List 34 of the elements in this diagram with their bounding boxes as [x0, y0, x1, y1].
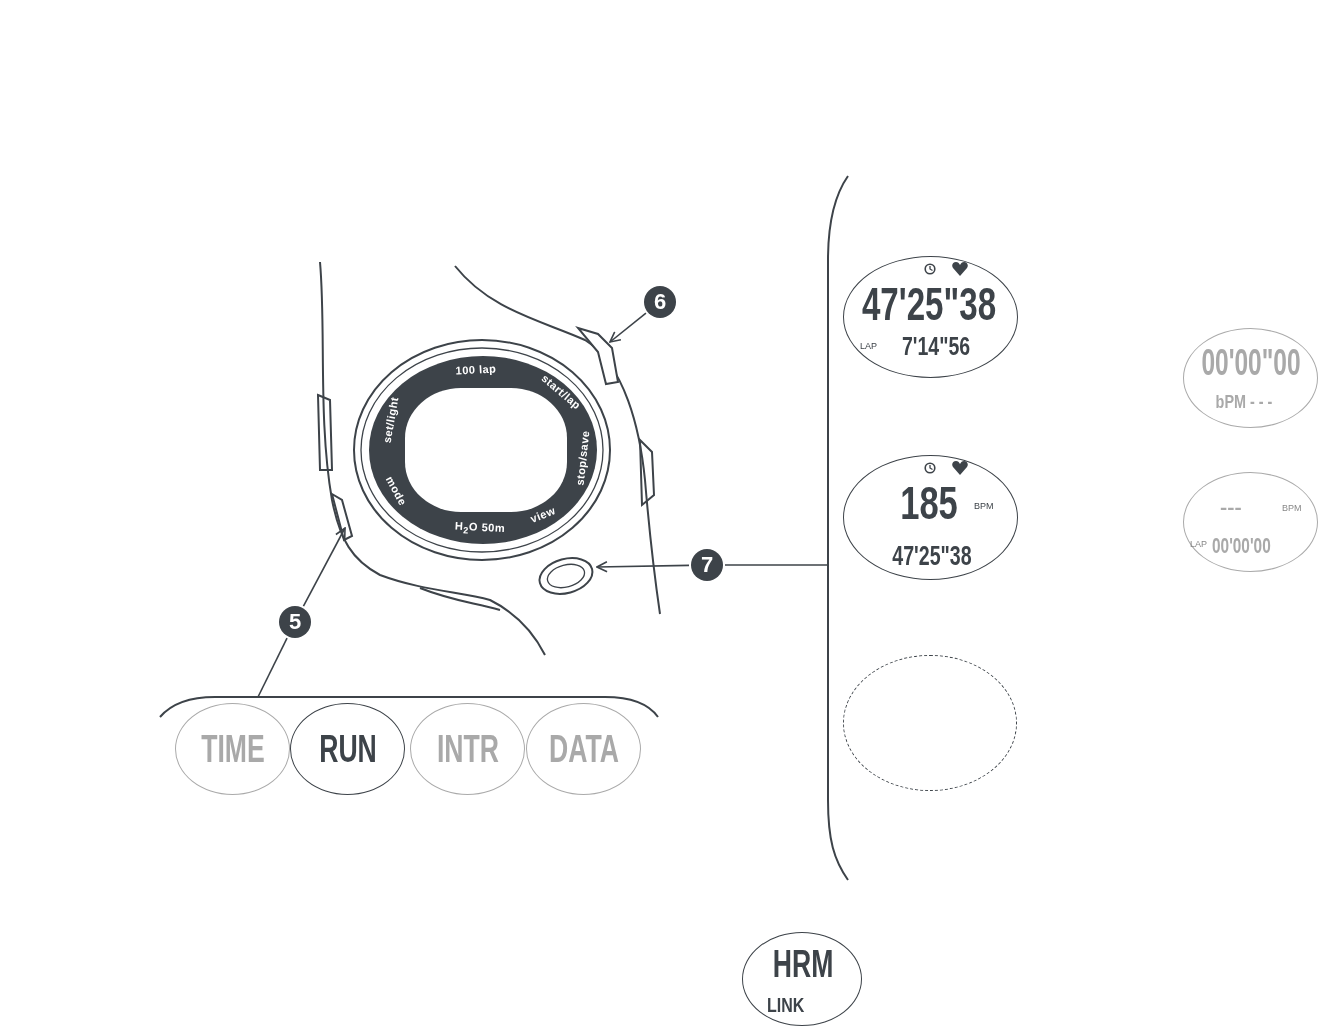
callout-number: 6: [644, 286, 676, 318]
leader-line: [724, 564, 829, 566]
display-text: 7'14"56: [902, 333, 971, 359]
display-text: DATA: [549, 730, 619, 768]
watch-button: [538, 557, 594, 595]
display-text: BPM: [974, 502, 994, 511]
leader-line: [257, 637, 288, 698]
display-text: ---: [1220, 499, 1242, 517]
leader-line: [302, 527, 346, 607]
display-text: HRM: [772, 945, 834, 983]
display-text: 47'25"38: [892, 542, 972, 570]
display-text: LAP: [860, 342, 877, 351]
bezel-label: H$_{2}$O 50m: [454, 520, 506, 538]
display-text: BPM: [1282, 504, 1302, 513]
bezel-label: view: [528, 505, 558, 525]
display-text: LINK: [767, 995, 805, 1015]
display-text: RUN: [319, 730, 377, 768]
display-text: TIME: [201, 730, 265, 768]
display-text: 185: [900, 480, 958, 526]
display-text: bPM - - -: [1215, 393, 1273, 411]
callout-number: 7: [691, 549, 723, 581]
bracket: [159, 696, 659, 718]
bezel-label: stop/save: [574, 429, 592, 487]
display-text: 00'00'00: [1212, 535, 1271, 557]
display-text: INTR: [436, 730, 500, 768]
callout-number: 5: [279, 606, 311, 638]
display-text: LAP: [1190, 540, 1207, 549]
display-text: 47'25"38: [861, 281, 997, 327]
leader-line: [609, 312, 647, 343]
bezel-label: 100 lap: [455, 363, 497, 377]
leader-line: [596, 561, 690, 573]
bracket: [827, 175, 849, 881]
display-text: 00'00"00: [1201, 345, 1301, 381]
bezel-label: set/light: [381, 396, 401, 444]
